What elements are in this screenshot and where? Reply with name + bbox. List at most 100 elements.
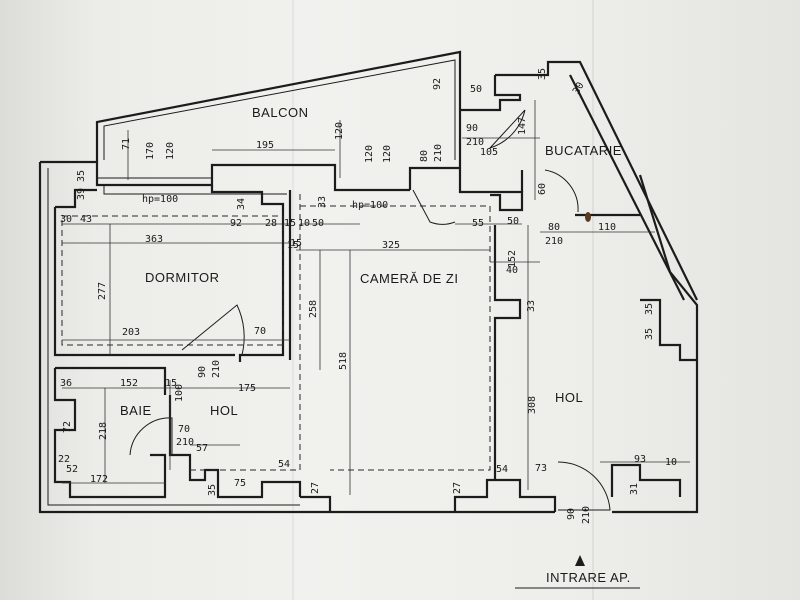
dim-label: 80 <box>548 222 560 233</box>
room-label-baie: BAIE <box>120 403 152 418</box>
dim-label: 258 <box>308 300 319 318</box>
dim-label: 36 <box>60 378 72 389</box>
dim-label: 39 <box>76 188 87 200</box>
dim-label: 27 <box>452 482 463 494</box>
dim-label: 31 <box>629 483 640 495</box>
dim-label: 218 <box>98 422 109 440</box>
dim-label: 50 <box>312 218 324 229</box>
dim-label: 52 <box>66 464 78 475</box>
dim-label: 363 <box>145 234 163 245</box>
dim-label: 210 <box>466 137 484 148</box>
dim-label: 210 <box>433 144 444 162</box>
dim-label: 73 <box>535 463 547 474</box>
note-hp-left: hp=100 <box>142 194 178 205</box>
east-niche <box>640 298 697 362</box>
dim-label: 147 <box>517 117 528 135</box>
living-dashed-outline <box>300 205 491 471</box>
living-south-wall <box>453 478 557 512</box>
dim-label: 15 <box>165 378 177 389</box>
kitchen-north-wall <box>460 75 522 112</box>
dim-label: 15 <box>290 238 302 249</box>
entrance-arrow-icon <box>575 555 585 566</box>
dimension-lines <box>62 100 690 589</box>
bedroom-dashed-outline <box>61 215 284 346</box>
bath-hall-walls <box>53 190 302 499</box>
dim-label: 120 <box>382 145 393 163</box>
dim-label: 172 <box>90 474 108 485</box>
bedroom-east-wall <box>210 185 285 362</box>
living-room-walls <box>300 205 697 512</box>
entrance-label: INTRARE AP. <box>546 570 631 585</box>
dim-label: 105 <box>480 147 498 158</box>
dim-label: 60 <box>537 183 548 195</box>
dim-label: 90 <box>197 366 208 378</box>
room-label-bucatarie: BUCATARIE <box>545 143 622 158</box>
dim-label: 93 <box>634 454 646 465</box>
dim-label: 71 <box>121 138 132 150</box>
dim-label: 15 <box>284 218 296 229</box>
dim-label: 35 <box>644 328 655 340</box>
dim-label: 30 <box>571 81 587 97</box>
balcony-outline <box>95 50 462 165</box>
kitchen-partition <box>458 165 524 212</box>
dim-label: 100 <box>174 384 185 402</box>
dim-label: 43 <box>80 214 92 225</box>
doors <box>129 109 611 511</box>
dim-label: 195 <box>256 140 274 151</box>
dim-label: 57 <box>196 443 208 454</box>
dim-label: 203 <box>122 327 140 338</box>
dim-label: 22 <box>58 454 70 465</box>
east-wall <box>612 174 699 514</box>
dim-label: 35 <box>76 170 87 182</box>
balcony-inner-line <box>103 59 456 160</box>
bath-north-wall <box>55 366 167 395</box>
inner-line <box>47 168 300 506</box>
dim-label: 15 <box>287 240 299 251</box>
dim-label: 33 <box>317 196 328 208</box>
exterior-walls <box>38 50 699 514</box>
dim-label: 210 <box>545 236 563 247</box>
dim-label: 70 <box>178 424 190 435</box>
dim-label: 80 <box>419 150 430 162</box>
dim-label: 35 <box>207 484 218 496</box>
room-label-hol-right: HOL <box>555 390 583 405</box>
bedroom-wall <box>53 207 235 357</box>
bedroom-walls <box>53 185 292 362</box>
dim-label: 75 <box>234 478 246 489</box>
door-kitchen <box>488 109 526 150</box>
room-label-balcon: BALCON <box>252 105 308 120</box>
dim-label: 54 <box>496 464 508 475</box>
bedroom-corner <box>55 188 97 209</box>
living-wall <box>300 495 332 512</box>
dim-label: 70 <box>254 326 266 337</box>
dim-label: 325 <box>382 240 400 251</box>
dim-label: 518 <box>338 352 349 370</box>
dim-label: 27 <box>310 482 321 494</box>
door-kitchen-arc <box>544 169 579 213</box>
dim-label: 210 <box>211 360 222 378</box>
dim-label: 28 <box>265 218 277 229</box>
hall-dashed-line <box>190 190 301 471</box>
room-label-camera-de-zi: CAMERĂ DE ZI <box>360 271 458 286</box>
column <box>493 225 522 480</box>
west-south-wall <box>38 162 555 514</box>
note-hp-right: hp=100 <box>352 200 388 211</box>
dim-label: 50 <box>470 84 482 95</box>
paper-fold <box>292 0 294 600</box>
dim-label: 55 <box>472 218 484 229</box>
dim-label: 10 <box>298 218 310 229</box>
dim-label: 90 <box>566 508 577 520</box>
dim-label: 90 <box>466 123 478 134</box>
dim-label: 175 <box>238 383 256 394</box>
dim-label: 277 <box>97 282 108 300</box>
dim-label: 308 <box>527 396 538 414</box>
dimension-labels: 35 39 71 170 120 195 120 120 120 80 210 … <box>58 68 677 524</box>
dim-label: 152 <box>507 250 518 268</box>
dim-label: 92 <box>432 78 443 90</box>
dim-label: 72 <box>62 421 73 433</box>
kitchen-inner-wall <box>569 74 685 301</box>
door-entrance <box>557 461 611 511</box>
door-balcony <box>412 189 456 225</box>
